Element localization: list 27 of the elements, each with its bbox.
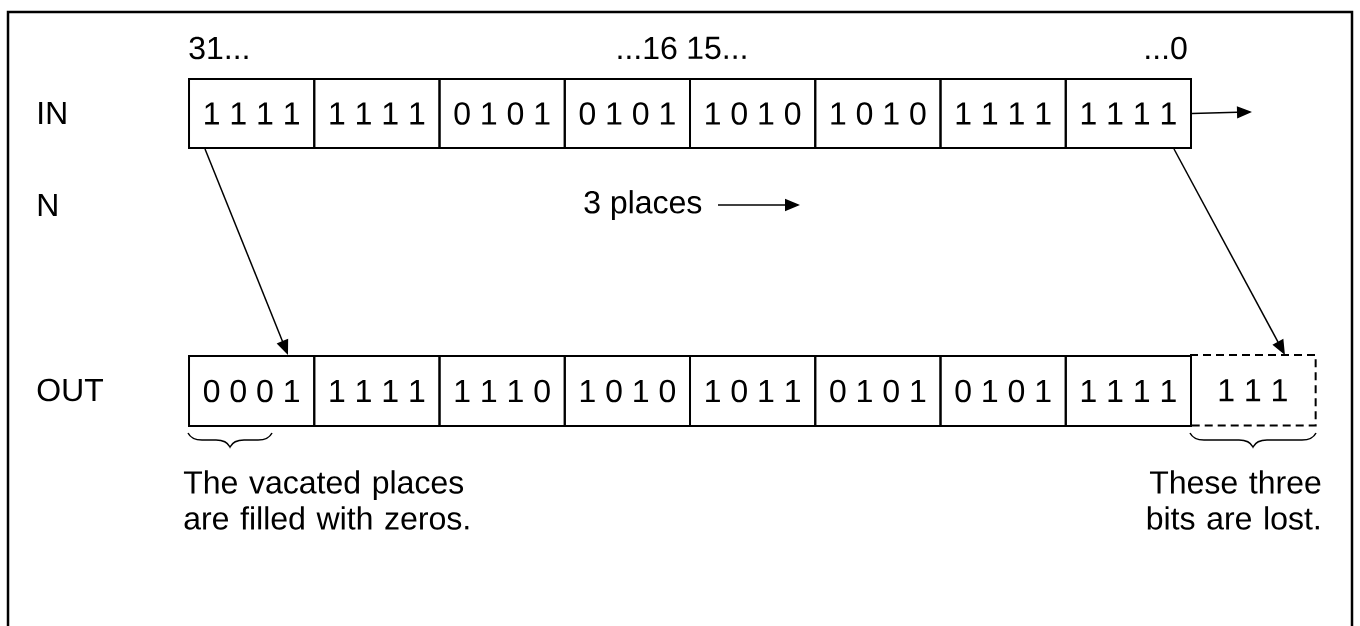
- bit-cell: 1 0 1 0: [689, 78, 817, 149]
- bit-cell: 1 1 1 1: [939, 78, 1067, 149]
- bit-cell: 0 0 0 1: [188, 355, 316, 427]
- bit-cell: 0 1 0 1: [563, 78, 691, 149]
- note: These three bits are lost.: [1147, 470, 1321, 530]
- bit-cell: 1 1 1 1: [1064, 78, 1192, 149]
- bit-index: ...0: [1146, 36, 1187, 60]
- bit-index: 31...: [189, 36, 248, 60]
- bit-index: 15...: [688, 36, 746, 60]
- bit-cell: 1 0 1 1: [689, 355, 817, 427]
- bit-cell: 1 1 1 0: [438, 355, 566, 427]
- bit-cell: 1 0 1 0: [563, 355, 691, 427]
- shift-amount: 3 places: [584, 190, 702, 220]
- lost-bits-box: 1 1 1: [1189, 354, 1317, 427]
- row-label: OUT: [37, 378, 103, 402]
- bit-cell: 0 1 0 1: [438, 78, 566, 149]
- bit-cell: 1 1 1 1: [1064, 355, 1192, 427]
- bit-cell: 1 1 1 1: [313, 78, 441, 149]
- bit-index: ...16: [618, 36, 677, 60]
- bit-cell: 1 1 1 1: [188, 78, 316, 149]
- note: The vacated places are filled with zeros.: [183, 470, 469, 530]
- row-label: N: [38, 194, 57, 216]
- row-label: IN: [39, 102, 66, 124]
- bit-cell: 1 1 1 1: [313, 355, 441, 427]
- bit-cell: 0 1 0 1: [814, 355, 942, 427]
- bit-cell: 1 0 1 0: [814, 78, 942, 149]
- bit-cell: 0 1 0 1: [939, 355, 1067, 427]
